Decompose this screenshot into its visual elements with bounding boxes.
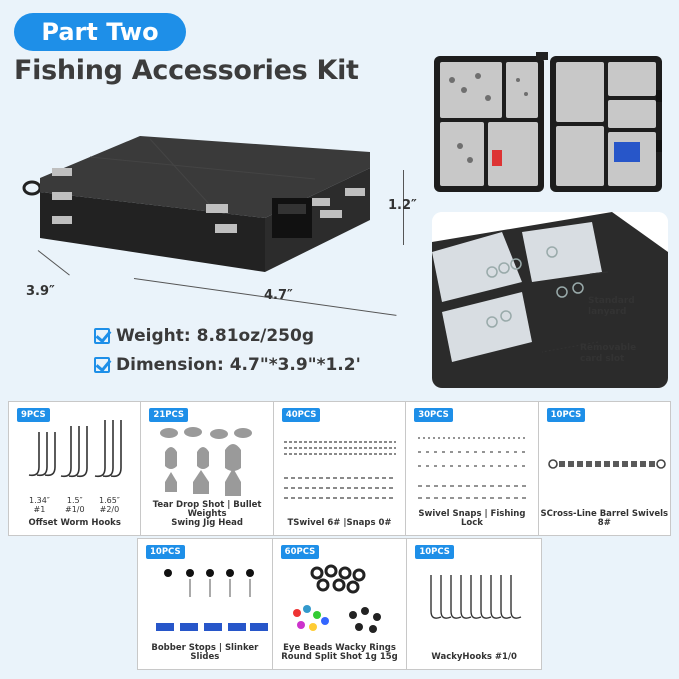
product-caption: TSwivel 6# |Snaps 0# (287, 518, 392, 528)
product-grid-top: 9PCS 1.34″#1 1.5″#1/0 1.65″#2/0 Offset W… (8, 401, 671, 536)
product-caption: Offset Worm Hooks (28, 518, 121, 528)
bobber-stops-illustration (156, 569, 268, 631)
detail-illustration (432, 212, 668, 388)
open-box-illustration (434, 52, 662, 192)
count-badge: 60PCS (280, 545, 320, 559)
product-wacky-hooks: 10PCS WackyHooks #1/0 (407, 539, 541, 669)
wacky-hooks-illustration (430, 575, 522, 619)
product-swivels-snaps: 40PCS TSwivel 6# |Snaps 0# (274, 402, 407, 535)
weights-illustration (160, 427, 253, 496)
product-grid-bottom: 10PCS Bobber Stops | Slinker Slides 60PC… (137, 538, 542, 670)
swivel-snaps-illustration (418, 437, 529, 499)
swivels-illustration (283, 441, 396, 499)
count-badge: 30PCS (414, 408, 453, 422)
hook-size-2: 1.5″#1/0 (65, 496, 85, 514)
hook-size-1: 1.34″#1 (29, 496, 50, 514)
beads-illustration (292, 564, 381, 633)
spec-dimension: Dimension: 4.7"*3.9"*1.2' (94, 355, 361, 375)
product-caption: WackyHooks #1/0 (431, 652, 517, 662)
count-badge: 21PCS (149, 408, 188, 422)
page-title: Fishing Accessories Kit (14, 55, 359, 86)
count-badge: 40PCS (281, 408, 321, 422)
count-badge: 10PCS (146, 545, 185, 559)
product-offset-worm-hooks: 9PCS 1.34″#1 1.5″#1/0 1.65″#2/0 Offset W… (9, 402, 142, 535)
cross-swivels-illustration (547, 459, 666, 469)
height-dimension: 1.2″ (388, 198, 417, 213)
check-icon (94, 328, 110, 344)
count-badge: 10PCS (415, 545, 454, 559)
product-cross-line-swivels: 10PCS SCross-Line Barrel Swivels 8# (539, 402, 670, 535)
product-caption: Bobber Stops | Slinker Slides (151, 643, 259, 662)
spec-weight: Weight: 8.81oz/250g (94, 326, 314, 346)
product-caption: Swivel Snaps | Fishing Lock (418, 509, 526, 528)
count-badge: 9PCS (17, 408, 50, 422)
product-caption: SCross-Line Barrel Swivels 8# (540, 509, 669, 528)
hook-size-3: 1.65″#2/0 (99, 496, 120, 514)
closed-tackle-box: 1.2″ (10, 130, 417, 300)
width-dimension: 3.9″ (26, 284, 55, 299)
open-tackle-box (430, 50, 668, 195)
check-icon (94, 357, 110, 373)
closed-box-illustration (22, 136, 370, 272)
hooks-illustration (28, 420, 122, 478)
product-swivel-snaps: 30PCS Swivel Snaps | Fishing Lock (406, 402, 539, 535)
length-dimension: 4.7″ (264, 288, 293, 303)
part-two-badge: Part Two (14, 13, 186, 51)
product-bobber-stops: 10PCS Bobber Stops | Slinker Slides (138, 539, 273, 669)
count-badge: 10PCS (546, 408, 586, 422)
